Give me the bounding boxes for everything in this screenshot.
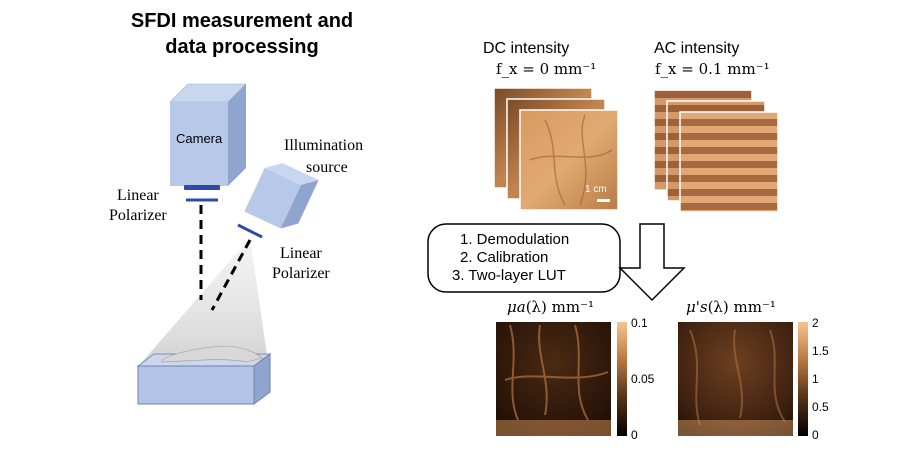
mus-colorbar-tick: 1.5 xyxy=(812,344,829,358)
mua-colorbar-tick: 0 xyxy=(631,428,638,442)
processing-step-3: 3. Two-layer LUT xyxy=(452,267,566,285)
mus-bottom-band xyxy=(678,420,793,436)
camera-label: Camera xyxy=(176,131,222,146)
mua-bottom-band xyxy=(496,420,611,436)
mus-colorbar xyxy=(798,322,808,436)
camera-side-face xyxy=(228,84,246,186)
dc-image-front xyxy=(520,110,618,210)
right-polarizer-label-line-1: Linear xyxy=(280,244,322,264)
down-arrow-icon xyxy=(620,224,684,300)
mus-title-rest: (λ) mm⁻¹ xyxy=(708,298,776,316)
block-front-face xyxy=(138,366,254,404)
ac-image-stack xyxy=(654,90,778,212)
dc-intensity-frequency: f_x = 0 mm⁻¹ xyxy=(496,60,596,78)
mus-map-image xyxy=(678,322,793,436)
left-polarizer-label-line-2: Polarizer xyxy=(109,206,167,226)
processing-step-1: 1. Demodulation xyxy=(460,231,569,249)
tissue-block xyxy=(138,346,270,404)
camera-lens xyxy=(184,185,220,190)
ac-image-front xyxy=(680,112,778,212)
mua-title-rest: (λ) mm⁻¹ xyxy=(526,298,594,316)
ac-intensity-frequency: f_x = 0.1 mm⁻¹ xyxy=(655,60,770,78)
scale-bar-label: 1 cm xyxy=(585,184,607,195)
mua-colorbar xyxy=(617,322,627,436)
mus-colorbar-tick: 0 xyxy=(812,428,819,442)
illumination-beam xyxy=(142,238,268,362)
mus-colorbar-tick: 1 xyxy=(812,372,819,386)
mua-map xyxy=(496,322,627,436)
left-polarizer-label-line-1: Linear xyxy=(117,186,159,206)
mus-map-title: μ's(λ) mm⁻¹ xyxy=(686,298,776,316)
mua-symbol: μa xyxy=(507,298,526,316)
scale-bar xyxy=(597,199,610,202)
mus-symbol: μ's xyxy=(686,298,708,316)
right-polarizer-label-line-2: Polarizer xyxy=(272,264,330,284)
dc-intensity-title: DC intensity xyxy=(483,40,569,58)
mus-map xyxy=(678,322,808,436)
processing-step-2: 2. Calibration xyxy=(460,249,548,267)
mua-colorbar-tick: 0.1 xyxy=(631,316,648,330)
mus-colorbar-tick: 2 xyxy=(812,316,819,330)
mua-map-title: μa(λ) mm⁻¹ xyxy=(507,298,594,316)
mua-colorbar-tick: 0.05 xyxy=(631,372,654,386)
right-polarizer-icon xyxy=(238,225,262,237)
mus-colorbar-tick: 0.5 xyxy=(812,400,829,414)
ac-intensity-title: AC intensity xyxy=(654,40,739,58)
illumination-source-label-line-2: source xyxy=(306,158,348,178)
illumination-source-label-line-1: Illumination xyxy=(284,136,363,156)
